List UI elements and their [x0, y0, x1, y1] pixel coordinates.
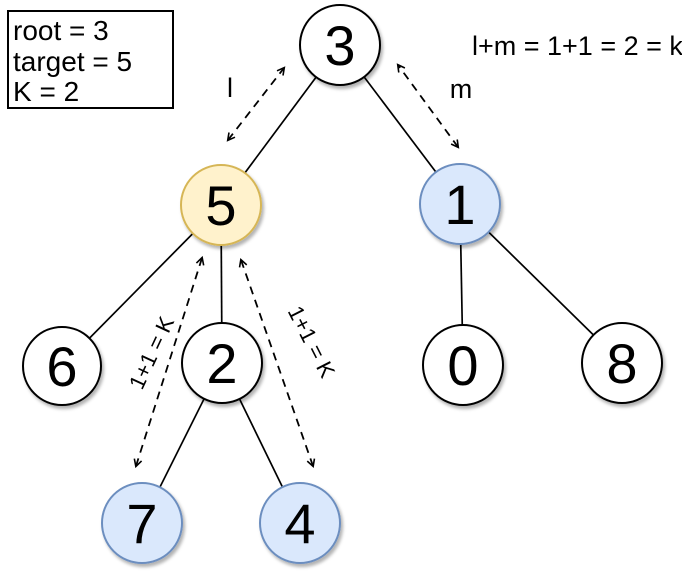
node-0-circle: [422, 324, 504, 406]
node-4-value: 4: [284, 492, 315, 555]
m-label: m: [450, 74, 473, 104]
tree-node-6: 6: [22, 326, 102, 406]
node-0-value: 0: [447, 334, 478, 397]
tree-node-7-answer: 7: [101, 482, 183, 564]
node-2-circle: [181, 322, 263, 404]
tree-node-5-target: 5: [180, 164, 262, 246]
tree-nodes: 3 5 1 6 2 0 8 7: [22, 4, 663, 564]
tree-node-4-answer: 4: [259, 482, 341, 564]
node-5-circle: [180, 164, 262, 246]
node-2-value: 2: [206, 332, 237, 395]
k-label-left: 1+1 = K: [124, 312, 179, 393]
node-6-value: 6: [46, 335, 77, 398]
k-label-right: 1+1 = K: [283, 302, 340, 382]
legend-target-line: target = 5: [13, 46, 132, 77]
tree-node-1-answer: 1: [419, 163, 501, 245]
formula-label: l+m = 1+1 = 2 = k: [472, 31, 682, 61]
node-4-circle: [259, 482, 341, 564]
tree-node-0: 0: [422, 324, 504, 406]
tree-edges: [61, 44, 623, 524]
tree-node-3: 3: [299, 4, 381, 86]
node-5-value: 5: [205, 174, 236, 237]
l-label: l: [227, 73, 233, 103]
legend-border: [7, 10, 174, 109]
node-3-value: 3: [324, 14, 355, 77]
node-1-circle: [419, 163, 501, 245]
m-distance-arrow: [396, 63, 460, 149]
node-6-circle: [22, 326, 102, 406]
node-3-circle: [299, 4, 381, 86]
legend-root-line: root = 3: [13, 15, 109, 46]
distance-arrows: [133, 63, 460, 469]
tree-node-2: 2: [181, 322, 263, 404]
l-distance-arrow: [226, 66, 286, 142]
tree-node-8: 8: [581, 322, 663, 404]
node-7-circle: [101, 482, 183, 564]
node-1-value: 1: [444, 173, 475, 236]
node-8-circle: [581, 322, 663, 404]
node-7-value: 7: [126, 492, 157, 555]
legend-k-line: K = 2: [13, 76, 79, 107]
legend-box: root = 3 target = 5 K = 2: [7, 10, 174, 109]
node-8-value: 8: [606, 332, 637, 395]
